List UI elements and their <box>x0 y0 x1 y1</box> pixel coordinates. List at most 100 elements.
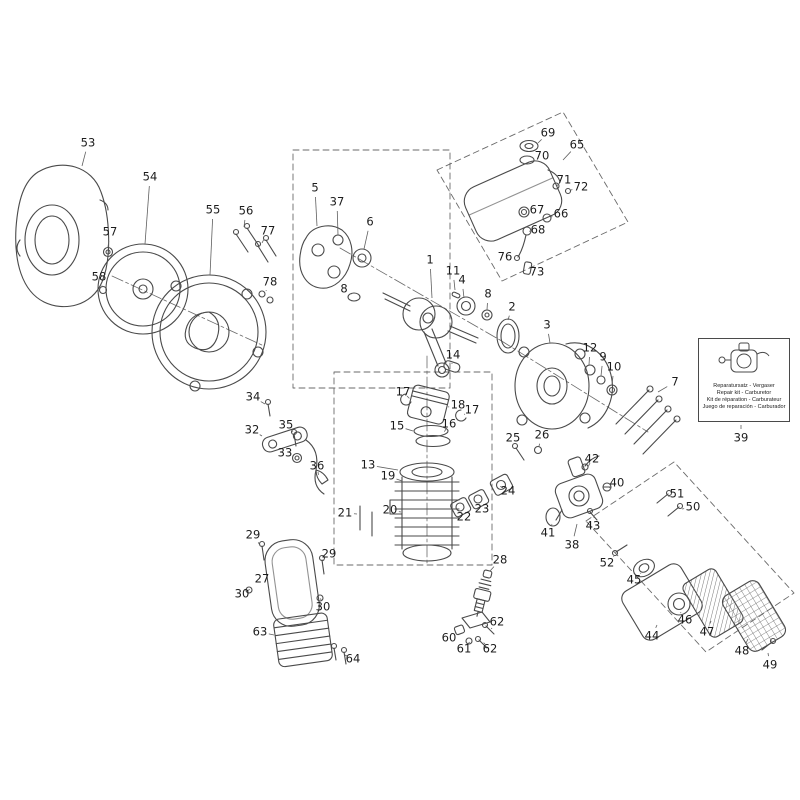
leader-line-9 <box>600 365 603 377</box>
callout-19: 19 <box>381 469 396 483</box>
callout-47: 47 <box>700 625 715 639</box>
callout-66: 66 <box>554 207 569 221</box>
callout-2: 2 <box>508 300 515 314</box>
callout-12: 12 <box>583 341 598 355</box>
callout-63: 63 <box>253 625 268 639</box>
leader-line-28 <box>489 566 495 572</box>
fuel-tank-drawing <box>463 139 572 275</box>
callout-13: 13 <box>361 458 376 472</box>
callout-26: 26 <box>535 428 550 442</box>
callout-27: 27 <box>255 572 270 586</box>
piston-group-drawing <box>400 360 467 448</box>
callout-22: 22 <box>457 510 472 524</box>
leader-line-69 <box>537 139 542 144</box>
callout-8: 8 <box>484 287 491 301</box>
callout-45: 45 <box>627 573 642 587</box>
callout-39: 39 <box>734 431 749 445</box>
leader-line-63 <box>268 633 275 636</box>
callout-54: 54 <box>143 170 158 184</box>
callout-72: 72 <box>574 180 589 194</box>
leader-line-42 <box>587 462 591 468</box>
repair-kit-text-de: Reparatursatz - Vergaser <box>713 383 775 389</box>
leader-line-61 <box>467 641 470 645</box>
leader-line-22 <box>457 509 460 512</box>
callout-69: 69 <box>541 126 556 140</box>
callout-40: 40 <box>610 476 625 490</box>
leader-line-17 <box>406 395 410 399</box>
callout-14: 14 <box>446 348 461 362</box>
callout-49: 49 <box>763 658 778 672</box>
leader-line-10 <box>611 375 614 386</box>
callout-42: 42 <box>585 452 600 466</box>
callout-55: 55 <box>206 203 221 217</box>
callout-65: 65 <box>570 138 585 152</box>
repair-kit-box: Reparatursatz - Vergaser Repair kit - Ca… <box>698 338 790 422</box>
callout-34: 34 <box>246 390 261 404</box>
air-filter-drawing <box>611 489 787 652</box>
starter-pulley-drawing <box>97 243 189 335</box>
leader-line-53 <box>81 151 87 167</box>
callout-44: 44 <box>645 629 660 643</box>
case-bolts-drawing <box>615 385 681 455</box>
callout-56: 56 <box>239 204 254 218</box>
callout-29: 29 <box>246 528 261 542</box>
spark-plug-drawing <box>473 569 493 617</box>
group-boundary-boxes <box>292 111 795 653</box>
callout-37: 37 <box>330 195 345 209</box>
callout-11: 11 <box>446 264 461 278</box>
callout-70: 70 <box>535 149 550 163</box>
callout-23: 23 <box>475 502 490 516</box>
callout-43: 43 <box>586 519 601 533</box>
leader-line-15 <box>405 428 414 432</box>
callout-15: 15 <box>390 419 405 433</box>
callout-25: 25 <box>506 431 521 445</box>
callout-3: 3 <box>543 318 550 332</box>
repair-kit-carburetor-icon <box>718 342 770 373</box>
callout-18: 18 <box>451 398 466 412</box>
starter-housing-drawing <box>151 274 267 392</box>
callout-78: 78 <box>263 275 278 289</box>
leader-line-32 <box>259 434 263 437</box>
leader-line-47 <box>709 620 712 624</box>
callout-53: 53 <box>81 136 96 150</box>
repair-kit-text-en: Repair kit - Carburetor <box>716 390 772 396</box>
callout-8: 8 <box>340 282 347 296</box>
seal-drawing <box>496 318 520 354</box>
leader-line-65 <box>562 151 572 161</box>
callout-62: 62 <box>483 642 498 656</box>
ignition-module-drawing <box>299 225 372 302</box>
callout-29: 29 <box>322 547 337 561</box>
callout-35: 35 <box>279 418 294 432</box>
callout-28: 28 <box>493 553 508 567</box>
leader-line-57 <box>107 240 110 248</box>
callout-30: 30 <box>316 600 331 614</box>
callout-5: 5 <box>311 181 318 195</box>
leader-line-16 <box>444 428 447 432</box>
axis-lines <box>111 247 649 567</box>
callout-16: 16 <box>442 417 457 431</box>
callout-21: 21 <box>338 506 353 520</box>
leader-line-55 <box>209 218 213 276</box>
callout-60: 60 <box>442 631 457 645</box>
callout-30: 30 <box>235 587 250 601</box>
callout-73: 73 <box>530 265 545 279</box>
repair-kit-text-fr: Kit de réparation - Carburateur <box>706 397 782 403</box>
leader-line-23 <box>475 501 478 504</box>
callout-33: 33 <box>278 446 293 460</box>
callout-51: 51 <box>670 487 685 501</box>
leader-line-11 <box>453 279 456 291</box>
callout-38: 38 <box>565 538 580 552</box>
leader-line-24 <box>500 486 504 489</box>
callout-58: 58 <box>92 270 107 284</box>
leader-line-54 <box>144 185 150 245</box>
leader-line-49 <box>767 652 769 657</box>
muffler-drawing <box>245 539 348 668</box>
leader-line-64 <box>344 654 348 657</box>
leader-line-38 <box>573 523 578 537</box>
leader-line-29 <box>322 559 325 562</box>
leader-line-48 <box>745 638 749 644</box>
leader-line-29 <box>257 542 261 546</box>
